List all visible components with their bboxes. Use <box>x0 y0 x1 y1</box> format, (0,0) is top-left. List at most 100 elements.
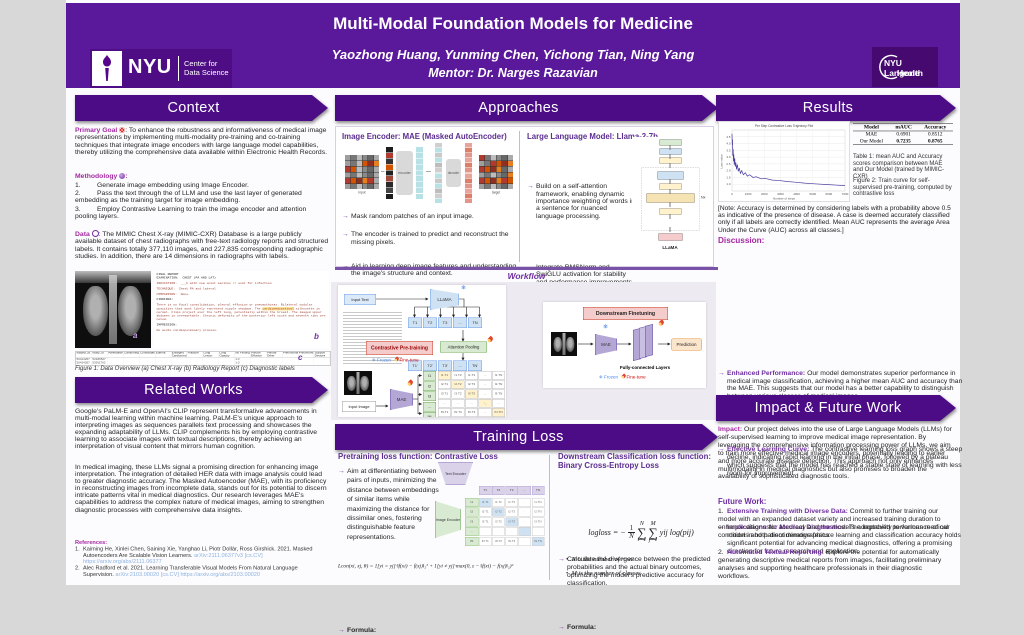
label-cell <box>314 361 330 365</box>
arxiv-url-2[interactable]: https://arxiv.org/abs/2103.00020 <box>180 571 261 578</box>
patch <box>350 155 356 161</box>
future-work-item-2: 2.Automated Textual Reporting: Explore t… <box>718 549 942 580</box>
patch-strip <box>465 143 472 203</box>
arxiv-link-2[interactable]: arXiv:2103.00020 [cs.CV] <box>115 571 181 578</box>
pretrain-legend: ❄ Frozen Fine-tune <box>372 356 419 363</box>
patch <box>484 155 490 161</box>
llama-block <box>659 148 682 155</box>
clip-cell: IN·T3 <box>505 536 518 546</box>
label-col-header: No Finding <box>235 352 251 358</box>
label-cell <box>314 358 330 362</box>
image-encoder-trapezoid: Image Encoder <box>435 501 461 538</box>
patch <box>465 188 472 193</box>
patch <box>362 183 368 189</box>
patch <box>368 166 374 172</box>
similarity-cell: I2·T3 <box>465 380 478 389</box>
patch <box>465 168 472 173</box>
nyu-wordmark: NYU <box>128 56 172 78</box>
arrow-bullet-icon: → <box>718 523 725 531</box>
patch <box>356 160 362 166</box>
figure2-caption: Figure 2: Train curve for self-supervise… <box>853 178 952 198</box>
patch <box>362 160 368 166</box>
patch <box>465 193 472 198</box>
workflow-xray-thumb <box>344 371 372 395</box>
input-image-box: Input Image <box>342 401 376 412</box>
decoder-box: decoder <box>446 159 461 187</box>
similarity-cell: … <box>465 398 478 408</box>
discussion-bullet-3: →Implications for Medical Diagnostics: T… <box>718 523 961 555</box>
patch <box>502 155 508 161</box>
patch <box>386 170 393 176</box>
patch <box>507 166 513 172</box>
patch <box>465 158 472 163</box>
similarity-cell: … <box>478 380 492 389</box>
frozen-icon: ❄ <box>372 357 376 363</box>
patch <box>490 178 496 184</box>
patch <box>386 152 393 159</box>
label-col-header: Lung Opacity <box>219 352 235 358</box>
finetune-arrows <box>578 342 671 346</box>
frozen-icon: ❄ <box>461 285 467 291</box>
patch <box>345 166 351 172</box>
arxiv-url-1[interactable]: https://arxiv.org/abs/2111.06377 <box>83 559 162 565</box>
similarity-cell: IN·T1 <box>438 408 451 417</box>
patch <box>386 164 393 170</box>
logo-divider <box>178 56 179 81</box>
label-cell <box>171 361 188 365</box>
formula-label-right: →Formula: <box>558 624 597 632</box>
patch <box>435 178 442 183</box>
svg-text:1.5: 1.5 <box>726 175 731 179</box>
patch <box>386 187 393 194</box>
svg-text:5000: 5000 <box>809 192 816 196</box>
patch <box>368 160 374 166</box>
label-col-header: Lung Lesion <box>203 352 219 358</box>
label-col-header: Pleural Other <box>267 352 283 358</box>
patch <box>484 183 490 189</box>
report-line: TECHNIQUE: Chest PA and lateral <box>156 286 216 291</box>
arxiv-link-1[interactable]: arXiv:2111.06377v3 [cs.CV] <box>194 552 263 559</box>
highlighted-phrase: cardiomediastinal <box>262 306 294 311</box>
section-banner-approaches: Approaches <box>335 95 718 121</box>
patch <box>465 143 472 148</box>
chart-ylabel: Loss value <box>720 154 724 169</box>
attention-pooling-box: Attention Pooling <box>440 341 487 353</box>
fc-layer <box>645 324 653 357</box>
text-encoder-trapezoid: Text Encoder <box>438 462 473 485</box>
text-token-pooled: T3' <box>438 360 452 371</box>
clip-cell: · <box>531 527 545 537</box>
clip-image-cell: I1 <box>465 498 479 507</box>
discussion-heading: Discussion: <box>718 236 765 245</box>
patch <box>435 173 442 178</box>
logo-unit-line2: Data Science <box>184 68 229 77</box>
patch <box>479 172 485 178</box>
label-cell <box>140 358 156 362</box>
results-note: [Note: Accuracy is determined by conside… <box>718 205 951 234</box>
nyu-torch-icon <box>92 51 122 86</box>
llama-block <box>657 171 684 180</box>
patch <box>502 172 508 178</box>
clip-text-cell: T3 <box>505 486 518 495</box>
langone-line1: NYU Langone <box>884 58 920 78</box>
connector <box>669 163 671 168</box>
target-icon <box>119 127 126 133</box>
bce-bullet: →Calculate the divergence between the pr… <box>558 555 711 588</box>
svg-text:6000: 6000 <box>826 192 833 196</box>
clip-text-cell: … <box>518 486 532 495</box>
patch <box>373 160 379 166</box>
patch <box>490 183 496 189</box>
patch <box>368 183 374 189</box>
patch <box>507 155 513 161</box>
section-banner-related-works: Related Works <box>75 377 328 403</box>
report-line: There is no focal consolidation, pleural… <box>156 303 328 322</box>
clip-cell: · <box>479 527 492 537</box>
text-token-pooled: T2' <box>423 360 437 371</box>
svg-text:2000: 2000 <box>761 192 768 196</box>
clip-text-cell: T1 <box>479 486 492 495</box>
label-cell <box>282 361 299 365</box>
patch-strip <box>386 147 393 199</box>
